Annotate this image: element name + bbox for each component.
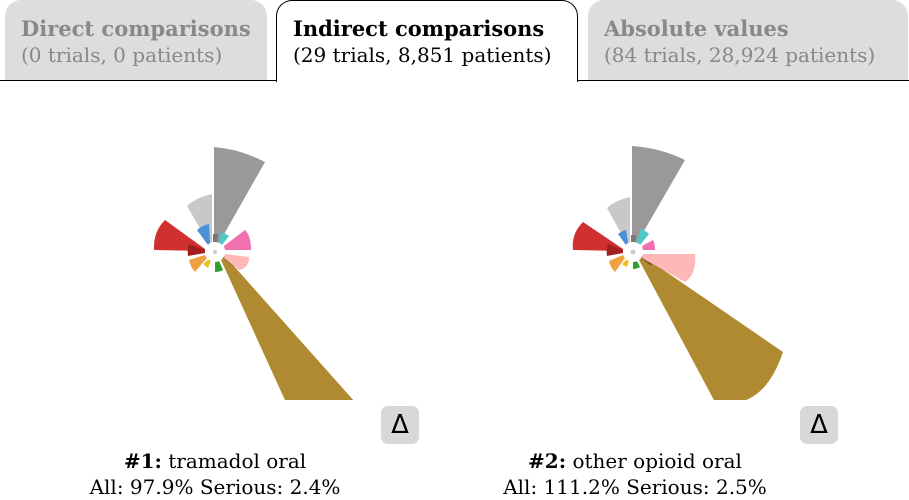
drug-caption: #2: other opioid oral All: 111.2% Seriou… bbox=[425, 448, 845, 500]
tab-title: Direct comparisons bbox=[21, 16, 251, 41]
rose-wedge bbox=[189, 255, 207, 272]
rose-wedge bbox=[631, 235, 636, 242]
delta-button[interactable]: Δ bbox=[800, 406, 838, 444]
rose-chart-other-opioid bbox=[572, 146, 783, 400]
tab-subtitle: (84 trials, 28,924 patients) bbox=[604, 43, 876, 67]
rose-wedge bbox=[187, 244, 205, 256]
tab-indirect-comparisons[interactable]: Indirect comparisons (29 trials, 8,851 p… bbox=[276, 0, 578, 82]
rose-wedge bbox=[214, 147, 265, 243]
serious-value: 2.4% bbox=[289, 475, 341, 499]
serious-label: Serious: bbox=[199, 475, 284, 499]
rose-wedge bbox=[153, 220, 205, 251]
all-value: 97.9% bbox=[129, 475, 194, 499]
drug-rank: #1: bbox=[123, 449, 162, 473]
tab-title: Absolute values bbox=[604, 16, 789, 41]
drug-name: tramadol oral bbox=[168, 449, 307, 473]
rose-wedge bbox=[224, 254, 249, 270]
rose-wedge bbox=[606, 244, 623, 256]
drug-caption: #1: tramadol oral All: 97.9% Serious: 2.… bbox=[5, 448, 425, 500]
rose-wedge bbox=[224, 230, 251, 250]
rose-chart-tramadol bbox=[153, 147, 354, 400]
drug-title-line: #2: other opioid oral bbox=[425, 448, 845, 474]
tab-bar: Direct comparisons (0 trials, 0 patients… bbox=[0, 0, 909, 82]
rose-wedge bbox=[221, 256, 354, 400]
tab-subtitle: (29 trials, 8,851 patients) bbox=[293, 43, 552, 67]
rose-center-dot bbox=[213, 250, 217, 254]
drug-title-line: #1: tramadol oral bbox=[5, 448, 425, 474]
serious-label: Serious: bbox=[626, 475, 710, 499]
rose-wedge bbox=[637, 229, 649, 245]
rose-wedge bbox=[639, 256, 783, 400]
rose-wedge bbox=[632, 146, 685, 243]
rose-wedge bbox=[618, 230, 628, 245]
drug-stats-line: All: 111.2% Serious: 2.5% bbox=[425, 474, 845, 500]
rose-wedge bbox=[197, 224, 210, 245]
rose-center-dot bbox=[630, 249, 636, 255]
tab-absolute-values[interactable]: Absolute values (84 trials, 28,924 patie… bbox=[588, 0, 908, 80]
all-label: All: bbox=[89, 475, 124, 499]
serious-value: 2.5% bbox=[715, 475, 767, 499]
rose-wedge bbox=[572, 222, 623, 251]
tab-direct-comparisons[interactable]: Direct comparisons (0 trials, 0 patients… bbox=[5, 0, 267, 80]
drug-name: other opioid oral bbox=[572, 449, 742, 473]
tab-subtitle: (0 trials, 0 patients) bbox=[21, 43, 223, 67]
tab-title: Indirect comparisons bbox=[293, 16, 545, 41]
rose-wedge bbox=[642, 240, 655, 250]
rose-wedge bbox=[609, 255, 625, 272]
delta-button[interactable]: Δ bbox=[381, 406, 419, 444]
drug-panel-1: Δ #1: tramadol oral All: 97.9% Serious: … bbox=[5, 90, 425, 499]
all-label: All: bbox=[503, 475, 538, 499]
drug-stats-line: All: 97.9% Serious: 2.4% bbox=[5, 474, 425, 500]
rose-wedge bbox=[633, 261, 640, 269]
drug-panel-2: Δ #2: other opioid oral All: 111.2% Seri… bbox=[425, 90, 845, 499]
all-value: 111.2% bbox=[543, 475, 620, 499]
drug-rank: #2: bbox=[528, 449, 567, 473]
rose-wedge bbox=[219, 232, 229, 245]
rose-wedge bbox=[203, 259, 211, 268]
rose-wedge bbox=[642, 254, 696, 282]
rose-wedge bbox=[215, 261, 223, 272]
rose-wedge bbox=[213, 234, 218, 242]
rose-wedge bbox=[622, 259, 629, 267]
